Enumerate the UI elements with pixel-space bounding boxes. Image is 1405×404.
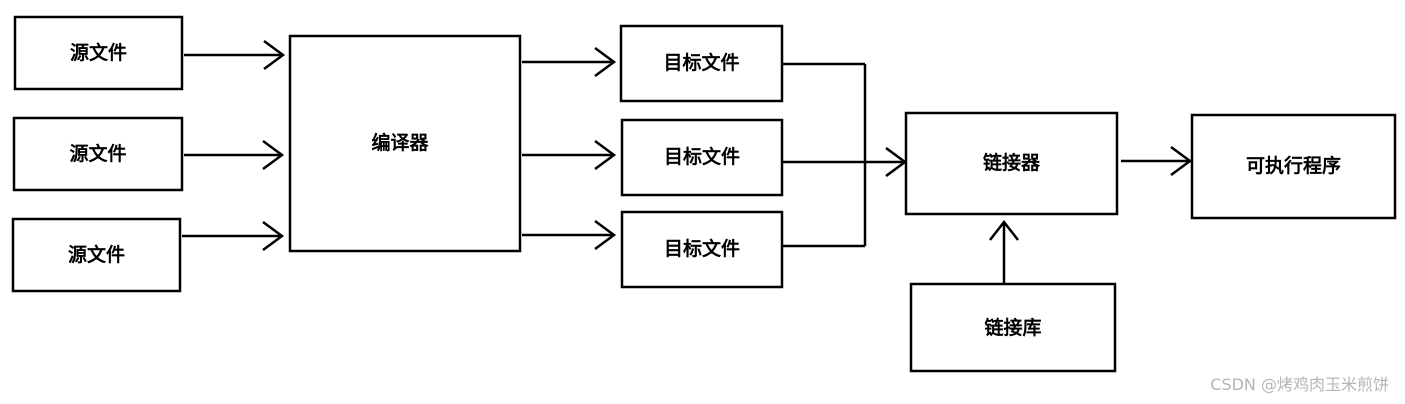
source-file-box-2: 源文件 [12, 116, 184, 192]
arrow-source1-compiler [184, 39, 286, 71]
object-file-box-2: 目标文件 [620, 118, 784, 197]
source-file-box-3: 源文件 [11, 217, 182, 293]
linker-label: 链接器 [983, 151, 1041, 174]
arrow-compiler-object1 [522, 46, 617, 78]
arrow-library-linker [989, 219, 1019, 284]
object-file-box-1: 目标文件 [619, 24, 784, 103]
object-file-label-1: 目标文件 [663, 51, 739, 74]
compiler-box: 编译器 [288, 34, 522, 253]
object-file-label-3: 目标文件 [664, 237, 740, 260]
source-file-box-1: 源文件 [13, 15, 184, 91]
arrow-compiler-object3 [522, 219, 617, 251]
arrow-linker-executable [1121, 145, 1193, 177]
object-file-label-2: 目标文件 [664, 145, 740, 168]
source-file-label-1: 源文件 [70, 41, 127, 64]
library-label: 链接库 [984, 316, 1041, 339]
watermark: CSDN @烤鸡肉玉米煎饼 [1210, 375, 1389, 394]
source-file-label-3: 源文件 [68, 243, 125, 266]
arrow-compiler-object2 [522, 139, 617, 171]
arrow-source3-compiler [182, 220, 285, 252]
compiler-label: 编译器 [371, 131, 429, 154]
connector-objects-linker [782, 62, 908, 248]
linker-box: 链接器 [904, 111, 1119, 216]
object-file-box-3: 目标文件 [620, 210, 784, 289]
library-box: 链接库 [909, 282, 1117, 373]
arrow-source2-compiler [184, 139, 285, 171]
executable-label: 可执行程序 [1246, 154, 1341, 177]
source-file-label-2: 源文件 [69, 142, 126, 165]
executable-box: 可执行程序 [1190, 113, 1397, 220]
